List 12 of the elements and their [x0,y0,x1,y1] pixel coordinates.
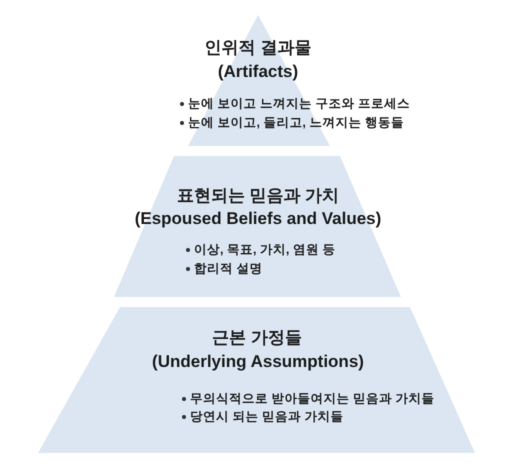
list-item: 무의식적으로 받아들여지는 믿음과 가치들 [190,392,434,406]
list-item: 합리적 설명 [194,262,262,276]
tier-title: 인위적 결과물 [204,38,312,58]
tier-subtitle: (Espoused Beliefs and Values) [134,209,382,229]
list-item: 당연시 되는 믿음과 가치들 [190,410,344,424]
tier-subtitle: (Artifacts) [218,62,298,82]
list-item: 눈에 보이고 느껴지는 구조와 프로세스 [188,96,410,112]
list-item: 눈에 보이고, 들리고, 느껴지는 행동들 [188,116,404,130]
tier-title: 표현되는 믿음과 가치 [176,186,340,206]
list-item: 이상, 목표, 가치, 염원 등 [194,242,336,258]
tier-title: 근본 가정들 [212,328,302,348]
tier-subtitle: (Underlying Assumptions) [152,352,364,372]
